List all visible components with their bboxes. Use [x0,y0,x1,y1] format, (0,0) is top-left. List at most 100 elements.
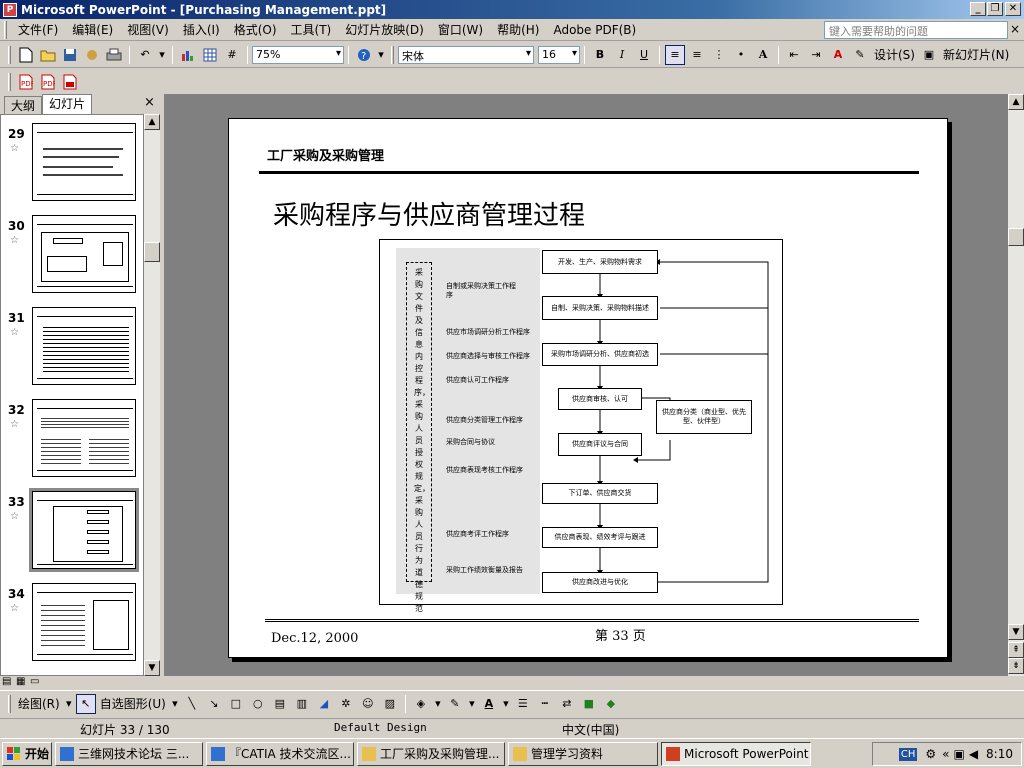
menu-slideshow[interactable]: 幻灯片放映(D) [345,23,424,37]
flow-box-make-or-buy[interactable]: 自制、采购决策、采购物料描述 [542,296,658,320]
slideshow-view-icon[interactable]: ▭ [30,676,40,687]
new-slide-icon[interactable]: ▣ [923,48,935,61]
task-folder-study[interactable]: 管理学习资料 [508,741,658,766]
task-powerpoint[interactable]: Microsoft PowerPoint - ... [661,741,811,766]
ime-settings-icon[interactable]: ⚙ [925,747,937,761]
menu-file[interactable]: 文件(F) [18,23,59,37]
fill-color-icon[interactable]: ◈ [416,697,426,710]
thumbnail-slide-34[interactable]: 34 ☆ [4,583,142,663]
fill-dropdown-icon[interactable]: ▾ [435,697,441,710]
maximize-button[interactable]: ❐ [987,2,1003,16]
flow-box-improvement[interactable]: 供应商改进与优化 [542,572,658,593]
arrow-style-icon[interactable]: ⇄ [562,697,572,710]
menu-insert[interactable]: 插入(I) [182,23,220,37]
toolbar-grip[interactable] [391,45,394,64]
menu-grip[interactable] [4,20,7,39]
font-size-select[interactable]: 16 [538,45,580,64]
flow-box-supplier-audit[interactable]: 供应商审核、认可 [558,388,642,410]
autoshapes-button[interactable]: 自选图形(U) [99,697,166,711]
oval-icon[interactable]: ○ [253,697,263,710]
ime-indicator[interactable]: CH [898,747,918,761]
font-color-dropdown-icon[interactable]: ▾ [503,697,509,710]
clipart-icon[interactable]: ☺ [362,697,374,710]
italic-button[interactable]: I [619,48,625,61]
line-icon[interactable]: ╲ [188,697,196,710]
flow-box-market-research[interactable]: 采购市场调研分析、供应商初选 [542,343,658,366]
draw-menu-button[interactable]: 绘图(R) [18,697,60,711]
align-left-icon[interactable]: ≡ [665,44,685,65]
menu-tools[interactable]: 工具(T) [290,23,332,37]
diagram-icon[interactable]: ✲ [341,697,351,710]
menu-format[interactable]: 格式(O) [233,23,277,37]
flowchart[interactable]: 采购文件及信息内控程序，采购人员授权规定，采购人员行为道德规范 自制或采购决策工… [379,239,783,613]
autoshapes-dropdown-icon[interactable]: ▾ [172,697,178,710]
toolbar-grip[interactable] [8,45,11,64]
task-forum-2[interactable]: 『CATIA 技术交流区... [206,741,354,766]
numbering-icon[interactable]: ⋮ [713,48,725,61]
status-design[interactable]: Default Design [334,721,427,734]
volume-icon[interactable]: ◀ [968,747,979,761]
previous-slide-icon[interactable]: ⇞ [1008,642,1024,658]
shadow-icon[interactable]: ■ [583,697,595,710]
textbox-icon[interactable]: ▤ [274,697,286,710]
convert-to-pdf-icon[interactable]: PDF [16,72,36,92]
slide-title[interactable]: 采购程序与供应商管理过程 [273,201,586,231]
task-forum-1[interactable]: 三维网技术论坛 三... [55,741,203,766]
help-icon[interactable]: ? [354,45,374,65]
flow-box-order-delivery[interactable]: 下订单、供应商交货 [542,483,658,504]
new-slide-button[interactable]: 新幻灯片(N) [942,48,1010,62]
tab-outline[interactable]: 大纲 [4,96,43,114]
line-style-icon[interactable]: ☰ [517,697,528,710]
draw-dropdown-icon[interactable]: ▾ [65,697,72,710]
grid-icon[interactable]: # [227,48,237,61]
print-icon[interactable] [104,45,124,65]
normal-view-icon[interactable]: ▤ [2,676,12,687]
help-dropdown-icon[interactable]: ▾ [378,48,384,61]
scroll-up-icon[interactable]: ▲ [1008,94,1024,110]
increase-indent-icon[interactable]: ⇥ [811,48,821,61]
insert-chart-icon[interactable] [178,45,198,65]
scroll-down-icon[interactable]: ▼ [144,660,160,676]
insert-table-icon[interactable] [200,45,220,65]
tray-expand-icon[interactable]: « [942,747,950,761]
thumbnail-slide-30[interactable]: 30 ☆ [4,215,142,295]
doc-close-button[interactable]: × [1010,22,1021,36]
bold-button[interactable]: B [595,48,605,61]
zoom-select[interactable]: 75% [252,45,344,64]
start-button[interactable]: 开始 [2,741,52,766]
align-center-icon[interactable]: ≡ [692,48,702,61]
undo-icon[interactable]: ↶ [140,48,150,61]
thumbnail-list[interactable]: 29 ☆ 30 ☆ 31 ☆ [0,114,144,676]
decrease-indent-icon[interactable]: ⇤ [789,48,799,61]
flow-box-demand[interactable]: 开发、生产、采购物料需求 [542,250,658,274]
bullets-icon[interactable]: • [737,48,745,61]
slide-canvas[interactable]: 工厂采购及采购管理 采购程序与供应商管理过程 采购文件及信息内控程序，采购人员授… [164,94,1008,676]
menu-help[interactable]: 帮助(H) [497,23,540,37]
vertical-textbox-icon[interactable]: ▥ [296,697,308,710]
scroll-up-icon[interactable]: ▲ [144,114,160,130]
pdf-email-icon[interactable]: PDF [38,72,58,92]
underline-button[interactable]: U [639,48,649,61]
toolbar-grip[interactable] [8,73,11,91]
thumbnail-slide-31[interactable]: 31 ☆ [4,307,142,387]
font-color-icon[interactable]: A [833,48,843,61]
picture-icon[interactable]: ▨ [384,697,396,710]
menu-adobe-pdf[interactable]: Adobe PDF(B) [553,22,637,37]
3d-icon[interactable]: ◆ [606,697,616,710]
flow-box-supplier-classification[interactable]: 供应商分类（商业型、优先型、伙伴型） [656,400,752,434]
toolbar-grip[interactable] [8,694,11,713]
flow-box-performance-review[interactable]: 供应商表现、绩效考评与跟进 [542,527,658,548]
permission-icon[interactable] [82,45,102,65]
slide-scrollbar[interactable]: ▲ ▼ ⇞ ⇟ [1008,94,1024,676]
font-select[interactable]: 宋体 [398,45,534,64]
undo-dropdown-icon[interactable]: ▾ [159,48,165,61]
thumbnail-slide-33[interactable]: 33 ☆ [4,488,142,572]
minimize-button[interactable]: _ [970,2,986,16]
rectangle-icon[interactable]: □ [230,697,242,710]
next-slide-icon[interactable]: ⇟ [1008,658,1024,674]
scroll-thumb[interactable] [144,242,160,262]
tab-slides[interactable]: 幻灯片 [42,94,93,114]
thumbnail-slide-29[interactable]: 29 ☆ [4,123,142,203]
menu-view[interactable]: 视图(V) [127,23,169,37]
current-slide[interactable]: 工厂采购及采购管理 采购程序与供应商管理过程 采购文件及信息内控程序，采购人员授… [228,118,948,658]
